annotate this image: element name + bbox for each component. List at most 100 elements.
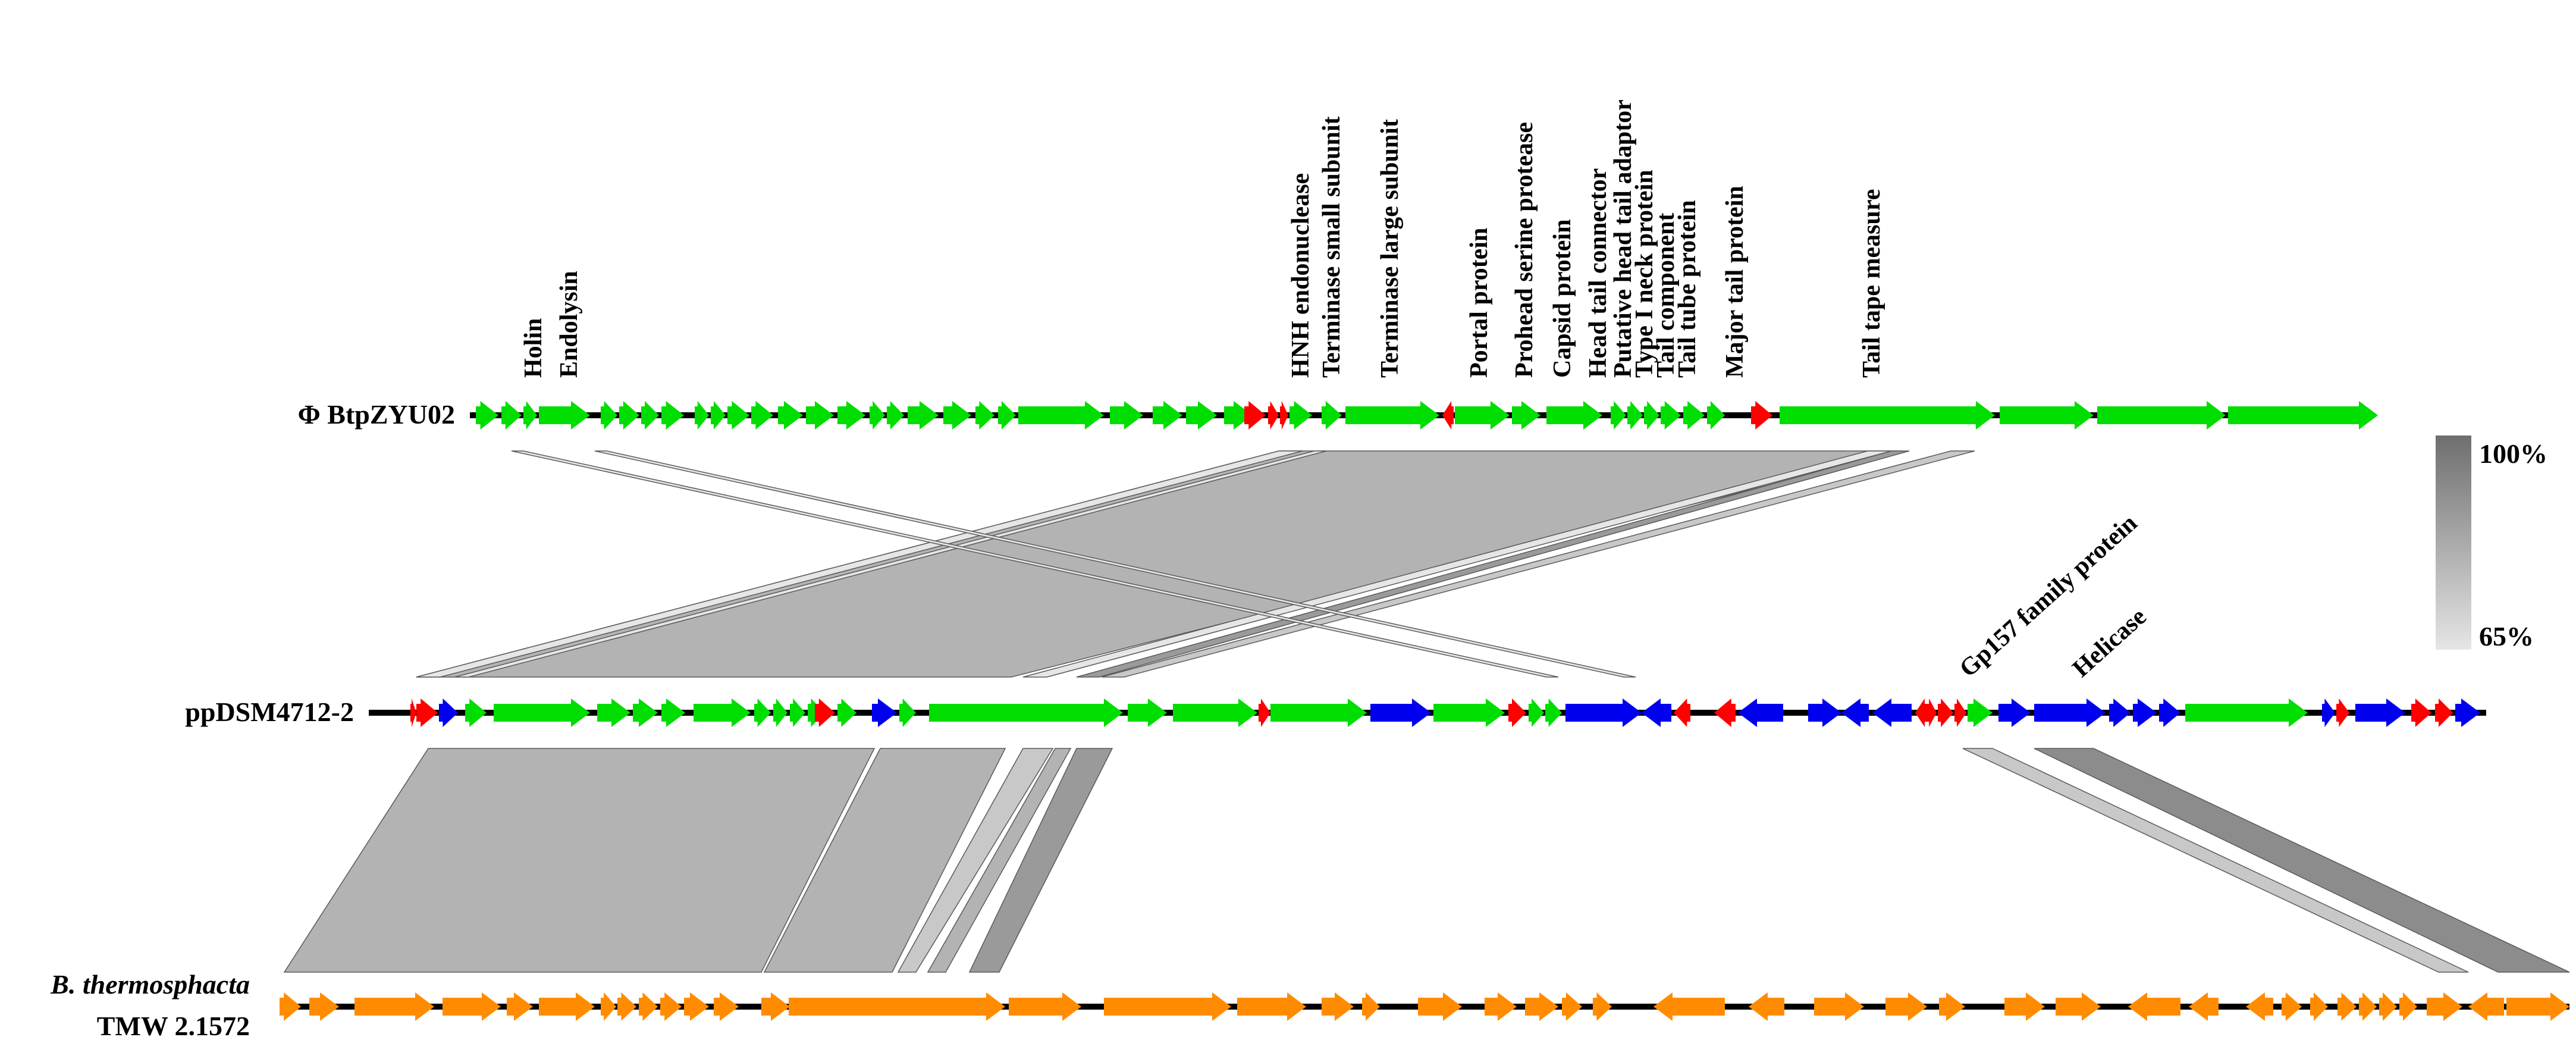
gene-arrow — [1841, 698, 1869, 727]
gene-arrow — [908, 401, 939, 430]
gene-arrow — [1661, 401, 1681, 430]
gene-arrow — [1683, 401, 1705, 430]
gene-arrow — [1751, 401, 1772, 430]
gene-label: Portal protein — [1466, 228, 1493, 378]
similarity-links — [283, 450, 2570, 973]
gene-arrow — [1808, 698, 1841, 727]
gene-arrow — [465, 698, 487, 727]
gene-arrow — [1009, 992, 1081, 1021]
gene-arrow — [899, 698, 916, 727]
gene-arrow — [684, 992, 709, 1021]
gene-label: Major tail protein — [1721, 186, 1749, 378]
gene-arrow — [929, 698, 1123, 727]
gene-arrow — [1565, 698, 1642, 727]
gene-arrow — [309, 992, 339, 1021]
gene-arrow — [789, 992, 1005, 1021]
gene-arrow — [1345, 401, 1439, 430]
gene-arrow — [1780, 401, 1995, 430]
gene-arrow — [1224, 401, 1253, 430]
gene-arrow — [887, 401, 904, 430]
similarity-link — [1101, 450, 1975, 678]
gene-arrow — [1128, 698, 1167, 727]
gene-arrow — [773, 698, 787, 727]
similarity-link — [968, 748, 1113, 973]
gene-arrow — [1186, 401, 1217, 430]
gene-arrow — [660, 992, 682, 1021]
gene-arrow — [1653, 992, 1725, 1021]
track-label-tmw-strain: TMW 2.1572 — [97, 1011, 250, 1041]
gene-arrow — [1529, 698, 1544, 727]
gene-label: HNH endonuclease — [1287, 173, 1314, 378]
gene-label: Tail component — [1652, 213, 1680, 378]
gene-arrow — [1259, 698, 1270, 727]
gene-arrow — [2506, 992, 2569, 1021]
gene-arrow — [1611, 401, 1626, 430]
gene-arrow — [2128, 992, 2180, 1021]
gene-arrow — [597, 698, 630, 727]
gene-arrow — [1485, 992, 1517, 1021]
gene-arrow — [2056, 992, 2101, 1021]
gene-arrow — [1885, 992, 1927, 1021]
gene-arrow — [2379, 992, 2397, 1021]
gene-arrow — [1938, 698, 1953, 727]
genes-btp-track — [476, 401, 2378, 430]
gene-arrow — [1362, 992, 1380, 1021]
gene-arrow — [1593, 992, 1612, 1021]
gene-arrow — [2411, 698, 2431, 727]
gene-arrow — [1508, 698, 1526, 727]
gene-arrow — [806, 401, 834, 430]
gene-arrow — [1418, 992, 1462, 1021]
gene-arrow — [1674, 698, 1690, 727]
gene-arrow — [2455, 698, 2480, 727]
gene-arrow — [2000, 401, 2094, 430]
gene-arrow — [1153, 401, 1182, 430]
gene-arrow — [1244, 401, 1266, 430]
gene-arrow — [539, 992, 595, 1021]
gene-arrow — [1872, 698, 1912, 727]
gene-label: Putative head tail adaptor — [1609, 99, 1637, 378]
gene-arrow — [1370, 698, 1431, 727]
gene-arrow — [695, 401, 709, 430]
gene-arrow — [1627, 401, 1643, 430]
gene-arrow — [2435, 698, 2453, 727]
gene-arrow — [1322, 992, 1354, 1021]
gene-arrow — [1546, 401, 1602, 430]
genes-pp-track — [410, 698, 2480, 727]
gene-label: Head tail connector — [1584, 168, 1612, 378]
gene-arrow — [1642, 698, 1671, 727]
gene-arrow — [1018, 401, 1104, 430]
gene-arrow — [2359, 992, 2377, 1021]
gene-arrow — [1714, 698, 1736, 727]
gene-arrow — [641, 401, 659, 430]
track-label-pp: ppDSM4712-2 — [185, 697, 354, 727]
similarity-link — [1076, 450, 1910, 678]
gene-arrow — [1110, 401, 1143, 430]
gene-arrow — [1237, 992, 1306, 1021]
gene-arrow — [998, 401, 1016, 430]
gene-label: Tail tape measure — [1858, 189, 1885, 378]
gene-arrow — [1289, 401, 1312, 430]
gene-arrow — [2282, 992, 2302, 1021]
gene-arrow — [2337, 992, 2357, 1021]
similarity-link — [416, 450, 1303, 678]
gene-arrow — [507, 992, 533, 1021]
gene-arrow — [1814, 992, 1864, 1021]
similarity-link — [897, 748, 1054, 973]
gene-arrow — [416, 698, 438, 727]
genes-tmw-track — [280, 992, 2569, 1021]
gene-arrow — [754, 698, 771, 727]
gene-arrow — [1927, 698, 1937, 727]
gene-arrow — [601, 401, 617, 430]
gene-arrow — [2097, 401, 2226, 430]
gene-arrow — [1545, 698, 1562, 727]
similarity-link — [1962, 748, 2469, 973]
gene-arrow — [2322, 698, 2335, 727]
similarity-link — [283, 748, 876, 973]
pp-gene-label: Helicase — [2067, 603, 2152, 682]
gene-arrow — [1270, 698, 1367, 727]
gene-arrow — [2427, 992, 2462, 1021]
gene-arrow — [1998, 698, 2031, 727]
scale-max-label: 100% — [2479, 438, 2547, 469]
